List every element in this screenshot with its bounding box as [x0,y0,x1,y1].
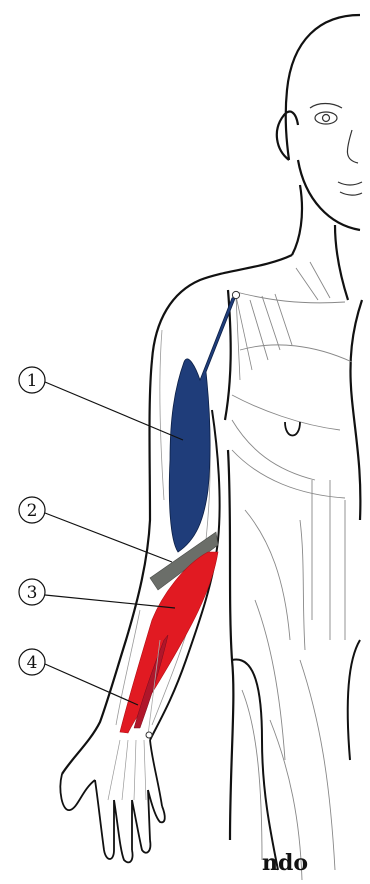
nipple-mark [285,422,300,436]
callout-3: 3 [19,579,175,608]
shoulder-joint-marker [232,291,239,298]
hand-outline [60,740,164,862]
leg-detail-lines [242,660,335,880]
biceps-muscle [169,296,236,552]
callout-1: 1 [19,367,183,440]
callout-4-label: 4 [27,653,38,673]
hip-outline [232,640,360,870]
callout-2-label: 2 [27,501,38,521]
callout-1-label: 1 [27,371,38,391]
face-features [310,104,362,196]
wrist-joint-marker [146,732,152,738]
torso-detail-lines [232,262,352,760]
biceps-tendon [236,296,252,380]
hand-tendons [108,740,146,800]
caption-fragment: ndo [262,850,308,876]
callout-3-label: 3 [27,583,38,603]
